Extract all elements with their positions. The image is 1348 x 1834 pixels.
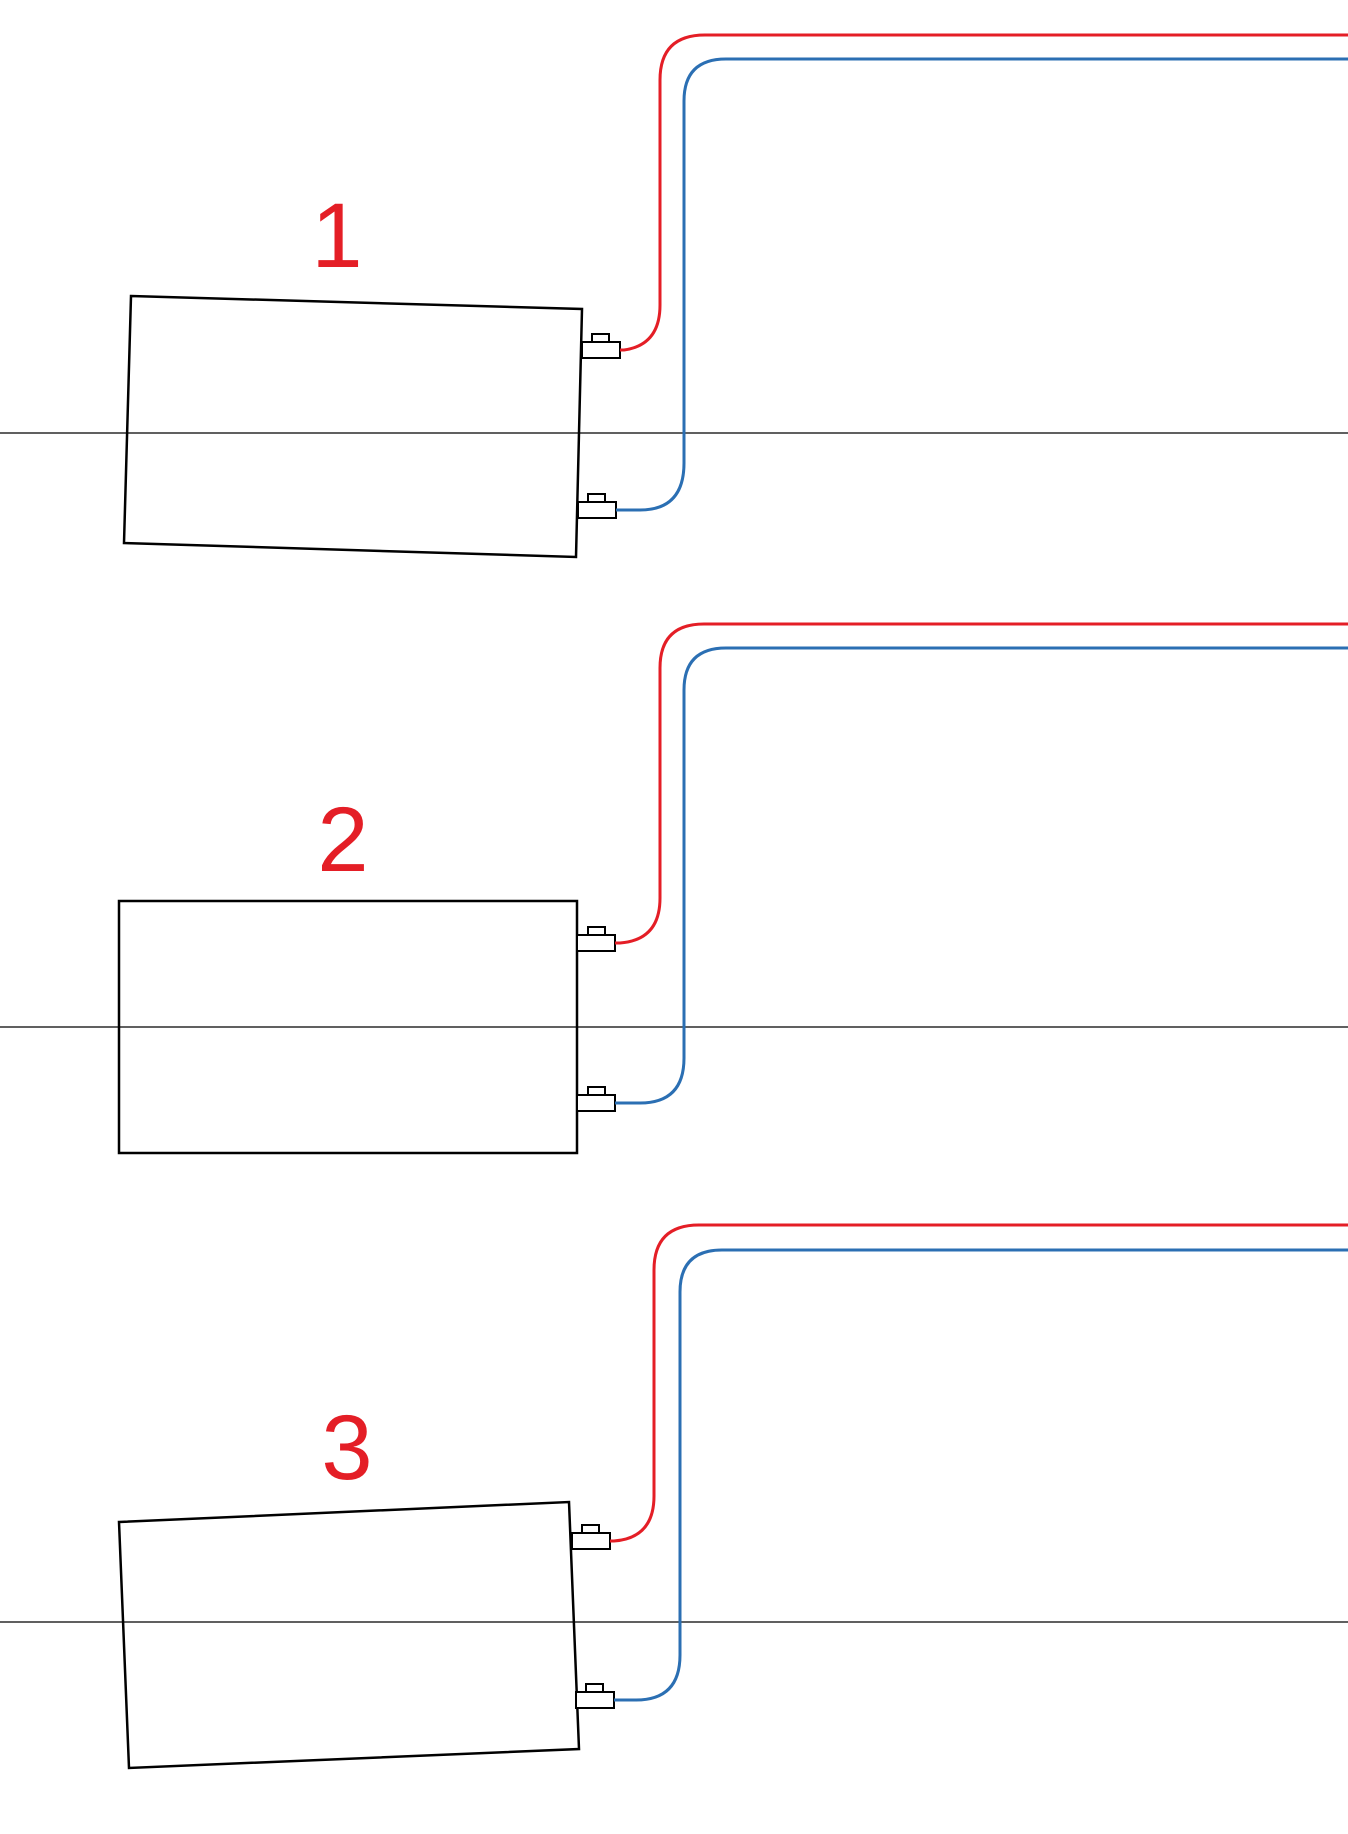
panel-1: 1	[0, 33, 1348, 559]
panel-number: 1	[311, 185, 362, 287]
return-pipe	[614, 1248, 1348, 1702]
radiator-body	[117, 899, 579, 1155]
return-pipe	[615, 646, 1348, 1105]
supply-fitting	[581, 333, 621, 359]
panel-2: 2	[0, 622, 1348, 1155]
supply-pipe	[615, 622, 1348, 945]
supply-fitting	[576, 926, 616, 952]
panel-number: 2	[317, 789, 368, 891]
return-fitting	[576, 1086, 616, 1112]
radiator-body	[117, 1500, 581, 1770]
supply-pipe	[620, 33, 1348, 352]
radiator-body	[122, 294, 584, 559]
return-fitting	[575, 1683, 615, 1709]
panel-number: 3	[321, 1397, 372, 1499]
return-pipe	[616, 57, 1348, 512]
supply-pipe	[610, 1223, 1348, 1543]
supply-fitting	[571, 1524, 611, 1550]
panel-3: 3	[0, 1223, 1348, 1770]
return-fitting	[577, 493, 617, 519]
